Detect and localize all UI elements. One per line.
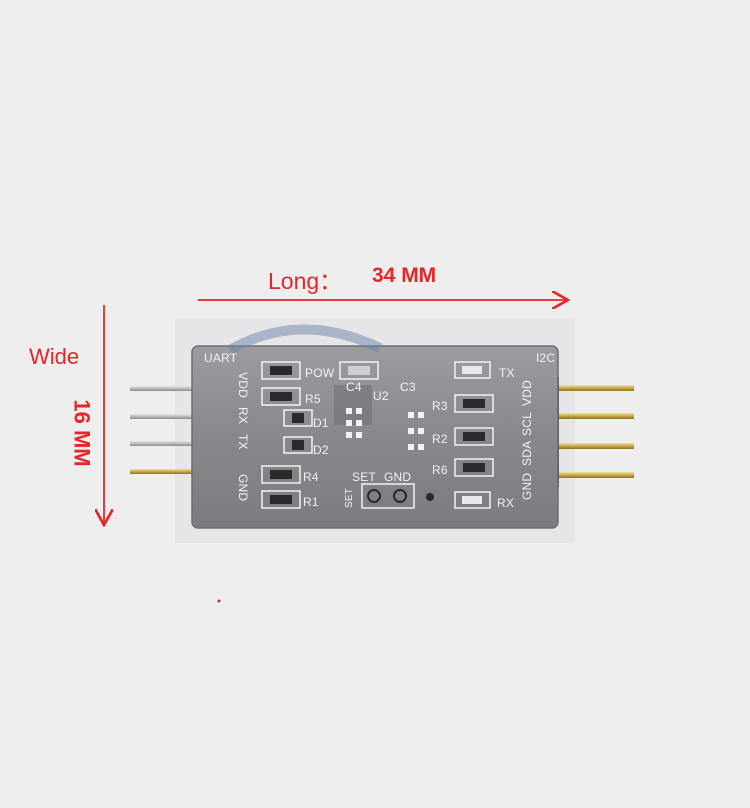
long-dimension-value: 34 MM: [372, 264, 437, 287]
wide-dimension-value: 16 MM: [69, 399, 95, 467]
smd-components: [270, 366, 485, 504]
logo-swoosh: [227, 324, 383, 355]
wide-dimension-label: Wide: [29, 344, 80, 369]
i2c-pin-vdd: VDD: [520, 380, 534, 406]
uart-pin-rx: RX: [236, 407, 250, 425]
c3-label: C3: [400, 380, 416, 394]
pow-label: POW: [305, 366, 335, 380]
via-pads: [346, 408, 424, 450]
i2c-pin-sda: SDA: [520, 440, 534, 466]
uart-pin-vdd: VDD: [236, 372, 250, 398]
r3-label: R3: [432, 399, 448, 413]
r1-label: R1: [303, 495, 319, 509]
uart-pin-tx: TX: [236, 434, 250, 450]
r2-label: R2: [432, 432, 448, 446]
c4-label: C4: [346, 380, 362, 394]
tx-label: TX: [499, 366, 515, 380]
long-dimension-label: Long：: [268, 268, 343, 294]
speck: [217, 599, 221, 603]
d1-label: D1: [313, 416, 329, 430]
rx-label: RX: [497, 496, 515, 510]
r6-label: R6: [432, 463, 448, 477]
gnd-label: GND: [384, 470, 412, 484]
i2c-label: I2C: [536, 351, 556, 365]
r5-label: R5: [305, 392, 321, 406]
set-pad-label: SET: [344, 487, 355, 508]
component-outlines: [261, 361, 494, 509]
set-label: SET: [352, 470, 376, 484]
i2c-pin-scl: SCL: [520, 412, 534, 436]
uart-label: UART: [204, 351, 238, 365]
r4-label: R4: [303, 470, 319, 484]
u2-label: U2: [373, 389, 389, 403]
i2c-pin-gnd: GND: [520, 472, 534, 500]
u2-chip: [334, 385, 372, 425]
uart-pin-gnd: GND: [236, 474, 250, 502]
d2-label: D2: [313, 443, 329, 457]
